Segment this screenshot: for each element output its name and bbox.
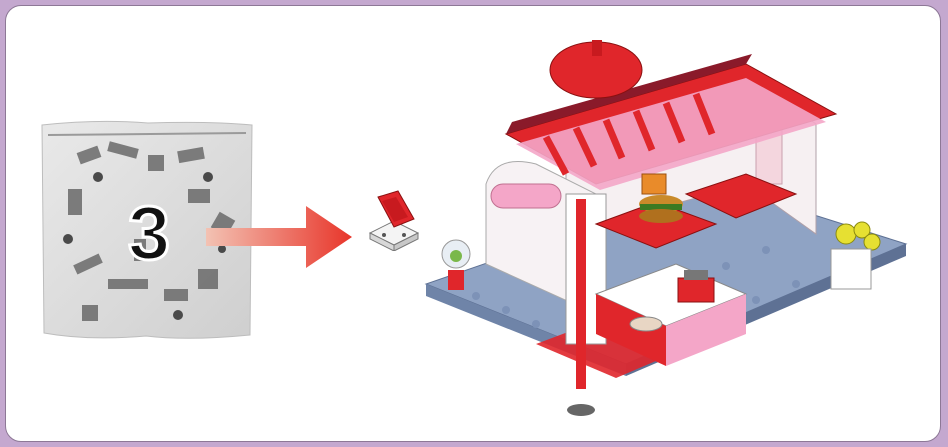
instruction-panel: 3 <box>5 5 941 442</box>
small-part-icon <box>364 189 422 251</box>
bag-number: 3 <box>114 196 184 272</box>
cafe-model-illustration <box>416 34 916 434</box>
arrow-right-icon <box>206 202 354 272</box>
